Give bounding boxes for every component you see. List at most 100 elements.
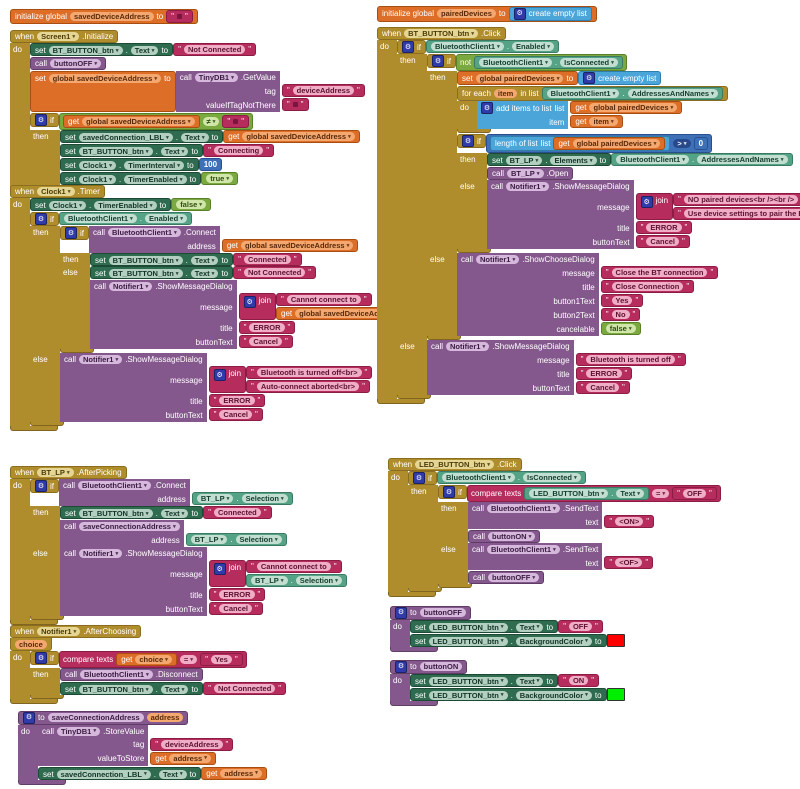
text-string-chip[interactable]: Bluetooth is turned off: [586, 355, 675, 364]
text-string-chip[interactable]: deviceAddress: [161, 739, 223, 749]
text-string-block[interactable]: "NO paired devices<br /><br />": [673, 193, 800, 206]
text-string-block[interactable]: "ERROR": [635, 221, 693, 234]
property-chip[interactable]: BackgroundColor: [515, 636, 592, 646]
variable-chip[interactable]: address: [169, 753, 211, 763]
blocks-cluster[interactable]: whenBT_LP.AfterPickingdo⚙ifcallBluetooth…: [10, 462, 347, 625]
text-string-block[interactable]: "Not Connected": [233, 266, 317, 279]
component-chip[interactable]: Notifier1: [79, 549, 123, 558]
component-chip[interactable]: BluetoothClient1: [431, 42, 504, 51]
text-string-chip[interactable]: ERROR: [586, 369, 622, 378]
text-string-chip[interactable]: Close Connection: [611, 282, 684, 291]
text-string-block[interactable]: "ERROR": [208, 588, 266, 601]
call-block[interactable]: callBluetoothClient1.ConnectaddressBT_LP…: [59, 479, 293, 506]
empty-text-block[interactable]: "": [222, 115, 250, 128]
property-chip[interactable]: Text: [160, 685, 189, 694]
property-chip[interactable]: Text: [515, 622, 544, 632]
component-chip[interactable]: LED_BUTTON_btn: [529, 489, 609, 498]
text-string-chip[interactable]: Cancel: [219, 604, 253, 613]
mutator-icon[interactable]: ⚙: [35, 213, 47, 225]
component-chip[interactable]: BT_LP: [196, 494, 234, 503]
text-string-chip[interactable]: Cancel: [586, 383, 620, 392]
component-chip[interactable]: BT_LP: [251, 576, 288, 585]
property-chip[interactable]: TimerEnabled: [94, 201, 157, 210]
procedure-chip[interactable]: buttonON: [488, 532, 536, 541]
text-string-chip[interactable]: Not Connected: [213, 684, 276, 693]
blocks-cluster[interactable]: whenNotifier1.AfterChoosingchoicedo⚙ifco…: [10, 621, 287, 704]
text-string-chip[interactable]: Auto-connect aborted<br>: [256, 382, 360, 391]
join-block[interactable]: ⚙join"NO paired devices<br /><br />""Use…: [635, 193, 800, 220]
text-string-chip[interactable]: Connecting: [213, 146, 264, 155]
component-property-block[interactable]: BluetoothClient1.Enabled: [59, 212, 192, 225]
variable-chip[interactable]: global savedDeviceAddress: [82, 117, 195, 126]
component-chip[interactable]: BT_LP: [37, 468, 74, 477]
property-chip[interactable]: Text: [190, 256, 219, 265]
component-chip[interactable]: LED_BUTTON_btn: [428, 636, 508, 646]
text-string-chip[interactable]: Not Connected: [243, 268, 306, 277]
component-chip[interactable]: BluetoothClient1: [80, 670, 153, 679]
blocks-cluster[interactable]: ⚙tobuttonONdosetLED_BUTTON_btn.Textto"ON…: [390, 655, 625, 706]
component-chip[interactable]: Clock1: [78, 175, 117, 184]
variable-chip[interactable]: global savedDeviceAddress: [48, 74, 162, 83]
text-string-chip[interactable]: Cancel: [219, 410, 253, 419]
blocks-cluster[interactable]: whenLED_BUTTON_btn.Clickdo⚙ifBluetoothCl…: [388, 454, 721, 597]
component-chip[interactable]: BluetoothClient1: [479, 58, 552, 67]
procedure-block[interactable]: ⚙tobuttonONdosetLED_BUTTON_btn.Textto"ON…: [390, 659, 625, 706]
mutator-icon[interactable]: ⚙: [65, 227, 77, 239]
procedure-chip[interactable]: buttonOFF: [488, 573, 540, 582]
variable-name-chip[interactable]: savedDeviceAddress: [70, 12, 154, 21]
empty-text-block[interactable]: "": [166, 10, 193, 23]
text-string-block[interactable]: "Close the BT connection": [600, 266, 719, 279]
join-block[interactable]: ⚙join"Cannot connect to"BT_LP.Selection: [208, 560, 347, 587]
operator-chip[interactable]: >: [673, 139, 691, 148]
property-chip[interactable]: Selection: [295, 576, 342, 585]
text-string-chip[interactable]: ERROR: [646, 223, 682, 232]
text-string-chip[interactable]: Cancel: [646, 237, 680, 246]
property-chip[interactable]: Selection: [241, 494, 288, 503]
event-block[interactable]: whenScreen1.InitializedosetBT_BUTTON_btn…: [10, 30, 365, 194]
property-chip[interactable]: IsConnected: [560, 58, 618, 67]
mutator-icon[interactable]: ⚙: [583, 72, 596, 84]
text-string-block[interactable]: "ERROR": [208, 394, 266, 407]
text-string-block[interactable]: "Yes": [600, 294, 644, 307]
text-string-chip[interactable]: NO paired devices<br /><br />: [683, 195, 799, 204]
call-block[interactable]: callBluetoothClient1.Connectaddressgetgl…: [89, 226, 359, 253]
mutator-icon[interactable]: ⚙: [432, 55, 444, 67]
mutator-icon[interactable]: ⚙: [395, 606, 407, 619]
join-block[interactable]: ⚙join"Bluetooth is turned off<br>""Auto-…: [208, 366, 373, 393]
component-property-block[interactable]: BT_LP.Selection: [191, 492, 293, 505]
text-string-chip[interactable]: Cannot connect to: [256, 562, 331, 571]
if-block[interactable]: ⚙ifBluetoothClient1.IsConnectedthen⚙ifco…: [408, 471, 721, 592]
text-string-block[interactable]: "Use device settings to pair the BT modu…: [673, 207, 800, 220]
text-string-chip[interactable]: Not Connected: [183, 45, 246, 54]
mutator-icon[interactable]: ⚙: [213, 369, 226, 381]
blocks-cluster[interactable]: whenScreen1.InitializedosetBT_BUTTON_btn…: [10, 26, 365, 194]
call-block[interactable]: callNotifier1.ShowMessageDialogmessage⚙j…: [60, 353, 373, 422]
text-string-block[interactable]: "deviceAddress": [281, 84, 365, 97]
text-string-block[interactable]: "Cancel": [575, 381, 630, 394]
variable-chip[interactable]: global savedDeviceAddress: [242, 132, 355, 141]
mutator-icon[interactable]: ⚙: [23, 711, 35, 724]
event-block[interactable]: whenClock1.TimerdosetClock1.TimerEnabled…: [10, 185, 413, 431]
text-string-block[interactable]: "ERROR": [575, 367, 633, 380]
property-chip[interactable]: Selection: [235, 535, 282, 544]
text-string-block[interactable]: "Connected": [203, 506, 272, 519]
property-chip[interactable]: Enabled: [145, 214, 187, 223]
component-chip[interactable]: Notifier1: [79, 355, 123, 364]
if-block[interactable]: ⚙ifnotBluetoothClient1.IsConnectedthense…: [427, 54, 800, 340]
component-chip[interactable]: TinyDB1: [194, 73, 238, 82]
variable-chip[interactable]: global savedDeviceAddress: [240, 241, 354, 250]
